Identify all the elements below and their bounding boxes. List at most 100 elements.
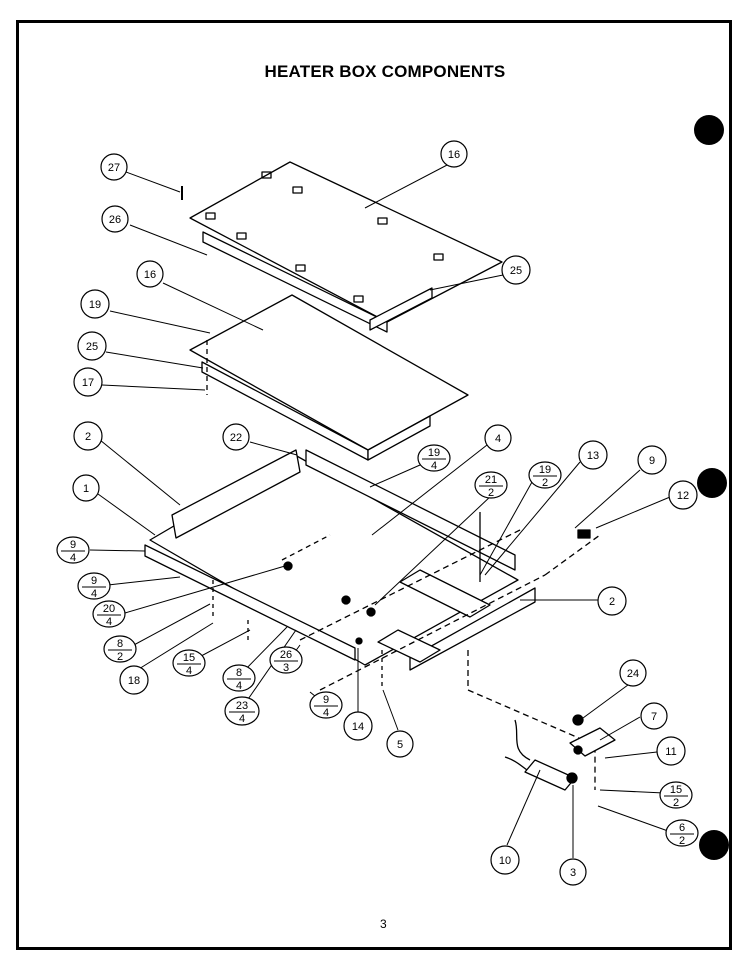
svg-text:2: 2 (488, 487, 494, 499)
svg-text:4: 4 (495, 433, 501, 445)
svg-text:2: 2 (542, 477, 548, 489)
callout-2-right: 2 (597, 586, 627, 616)
svg-text:24: 24 (627, 668, 639, 680)
svg-text:2: 2 (85, 431, 91, 443)
svg-text:15: 15 (670, 784, 682, 796)
callout-6-over-2: 62 (665, 819, 699, 847)
svg-text:25: 25 (510, 265, 522, 277)
svg-text:4: 4 (186, 665, 192, 677)
callout-2-left: 2 (73, 421, 103, 451)
callout-8-over-4: 84 (222, 664, 256, 692)
svg-text:3: 3 (283, 662, 289, 674)
callout-4: 4 (484, 424, 512, 452)
svg-text:26: 26 (109, 214, 121, 226)
svg-text:5: 5 (397, 739, 403, 751)
callout-21-over-2: 212 (474, 471, 508, 499)
callout-12: 12 (668, 480, 698, 510)
callout-11: 11 (656, 736, 686, 766)
callout-26-over-3: 263 (269, 646, 303, 674)
svg-text:25: 25 (86, 341, 98, 353)
svg-text:21: 21 (485, 474, 497, 486)
callout-16-lower: 16 (136, 260, 164, 288)
svg-text:12: 12 (677, 490, 689, 502)
svg-text:4: 4 (431, 460, 437, 472)
svg-text:4: 4 (323, 707, 329, 719)
svg-text:14: 14 (352, 721, 364, 733)
svg-text:6: 6 (679, 822, 685, 834)
svg-text:11: 11 (665, 746, 676, 758)
svg-text:3: 3 (570, 867, 576, 879)
svg-text:9: 9 (70, 539, 76, 551)
svg-text:2: 2 (679, 835, 685, 847)
callout-27: 27 (100, 153, 128, 181)
callout-26: 26 (101, 205, 129, 233)
callout-16-top: 16 (440, 140, 468, 168)
lower-panel-part-16 (189, 294, 469, 461)
svg-text:15: 15 (183, 652, 195, 664)
svg-text:18: 18 (128, 675, 140, 687)
callout-19-over-4: 194 (417, 444, 451, 472)
svg-text:23: 23 (236, 700, 248, 712)
callout-15-over-4: 154 (172, 649, 206, 677)
callout-22: 22 (222, 423, 250, 451)
callout-25-top: 25 (501, 255, 531, 285)
binder-hole-top (694, 115, 724, 145)
callout-9-over-4-right: 94 (309, 691, 343, 719)
callout-7: 7 (640, 702, 668, 730)
svg-text:9: 9 (323, 694, 329, 706)
callout-17: 17 (73, 367, 103, 397)
svg-text:22: 22 (230, 432, 242, 444)
callout-18: 18 (119, 665, 149, 695)
callout-19-over-2: 192 (528, 461, 562, 489)
callout-23-over-4: 234 (224, 696, 260, 726)
svg-text:26: 26 (280, 649, 292, 661)
control-assembly (467, 529, 616, 791)
callout-9-over-4-left: 94 (56, 536, 90, 564)
callout-9: 9 (637, 445, 667, 475)
svg-text:16: 16 (144, 269, 156, 281)
callout-9-over-4-mid: 94 (77, 572, 111, 600)
svg-text:8: 8 (236, 667, 242, 679)
callout-10: 10 (490, 845, 520, 875)
svg-text:4: 4 (236, 680, 242, 692)
callout-25-lower: 25 (77, 331, 107, 361)
svg-text:2: 2 (117, 651, 123, 663)
svg-text:13: 13 (587, 450, 599, 462)
callout-15-over-2: 152 (659, 781, 693, 809)
svg-text:7: 7 (651, 711, 657, 723)
callout-8-over-2: 82 (103, 635, 137, 663)
svg-text:16: 16 (448, 149, 460, 161)
callout-5: 5 (386, 730, 414, 758)
svg-text:2: 2 (609, 596, 615, 608)
svg-text:8: 8 (117, 638, 123, 650)
svg-text:2: 2 (673, 797, 679, 809)
heater-box-tray (144, 449, 601, 691)
svg-text:19: 19 (539, 464, 551, 476)
svg-text:9: 9 (649, 455, 655, 467)
callout-24: 24 (619, 659, 647, 687)
page-border (16, 20, 732, 950)
callout-19: 19 (80, 289, 110, 319)
svg-text:4: 4 (70, 552, 76, 564)
callout-1: 1 (72, 474, 100, 502)
page-number: 3 (380, 917, 387, 931)
svg-text:27: 27 (108, 162, 120, 174)
callout-20-over-4: 204 (92, 600, 126, 628)
leader-lines (89, 163, 671, 858)
svg-text:19: 19 (89, 299, 101, 311)
svg-text:9: 9 (91, 575, 97, 587)
fraction-callouts: 194 212 192 94 94 204 82 154 84 263 94 2… (56, 444, 699, 847)
svg-text:1: 1 (83, 483, 89, 495)
svg-text:19: 19 (428, 447, 440, 459)
diagram-title: HEATER BOX COMPONENTS (264, 62, 506, 81)
callout-14: 14 (343, 711, 373, 741)
svg-text:4: 4 (91, 588, 97, 600)
svg-text:4: 4 (106, 616, 112, 628)
svg-text:4: 4 (239, 713, 245, 725)
callout-3: 3 (559, 858, 587, 886)
callout-labels: 27 16 26 25 16 19 25 17 2 22 4 13 9 12 1… (72, 140, 698, 886)
svg-text:10: 10 (499, 855, 511, 867)
binder-hole-middle (697, 468, 727, 498)
